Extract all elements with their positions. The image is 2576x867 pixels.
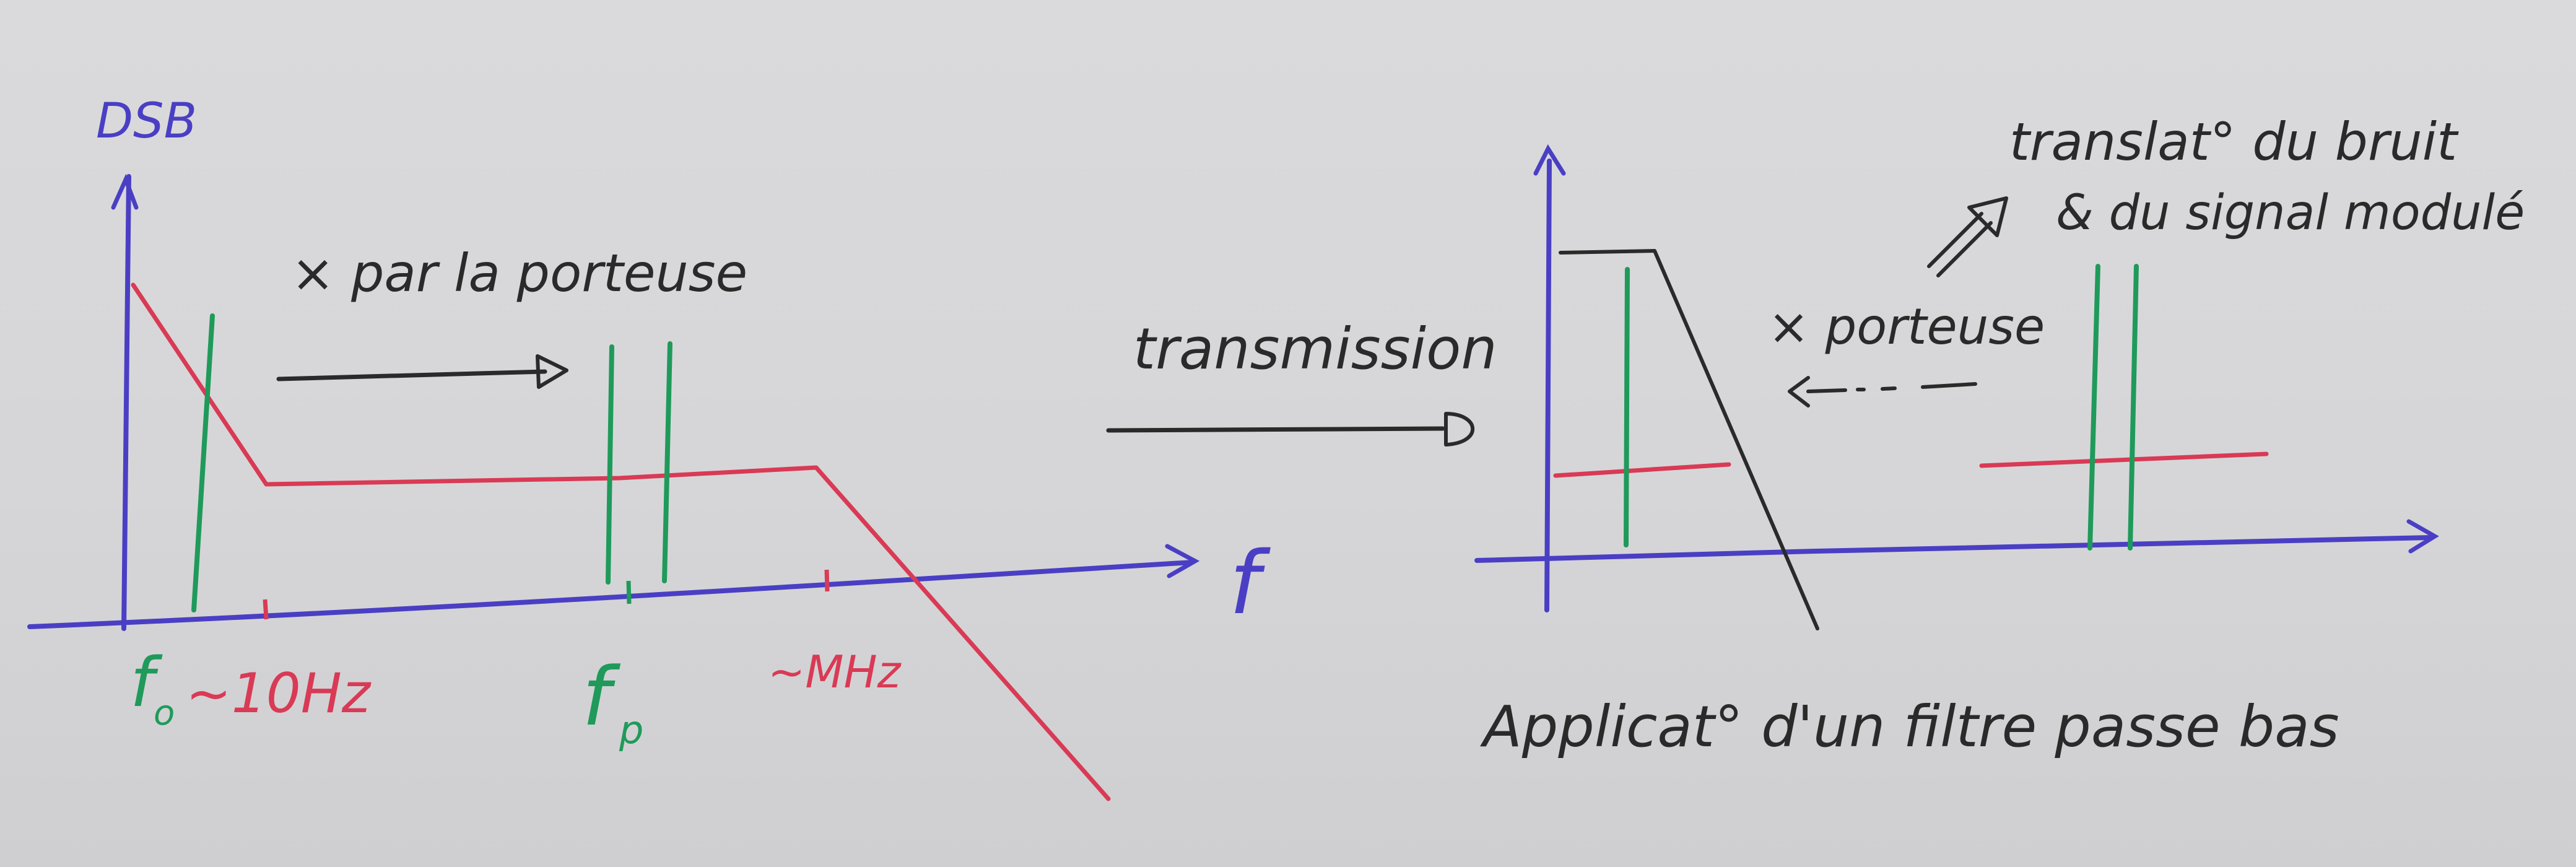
left-y-axis — [121, 174, 131, 631]
tick-10hz — [263, 599, 269, 620]
left-x-axis — [27, 560, 1194, 629]
transmission-label: transmission — [1133, 316, 1497, 382]
translated-noise-high — [1979, 451, 2269, 468]
translation-annotation-line1: translat° du bruit — [2009, 111, 2459, 172]
tick-label-10hz: ~10Hz — [186, 661, 372, 725]
tick-label-fp-subscript: p — [619, 707, 643, 752]
right-y-axis-arrowhead — [1533, 144, 1566, 176]
right-spectrum-plot: × porteuse translat° du bruit & du signa… — [1474, 111, 2525, 760]
noise-density-curve — [131, 282, 1111, 801]
low-pass-filter-shape — [1559, 249, 1819, 630]
arrow-label-par-la-porteuse: × par la porteuse — [291, 243, 747, 303]
translation-annotation-line2: & du signal modulé — [2056, 185, 2525, 241]
carrier-dashed-arrowhead — [1788, 376, 1810, 407]
transmission-arrow — [1106, 426, 1445, 433]
carrier-multiply-label: × porteuse — [1768, 298, 2045, 355]
filter-caption: Applicat° d'un filtre passe bas — [1480, 694, 2339, 760]
left-y-axis-arrowhead — [111, 173, 139, 210]
tick-label-fp: f — [582, 650, 621, 744]
translation-double-arrow — [1927, 212, 1993, 277]
carrier-multiply-arrow — [276, 369, 547, 381]
transmission-step: transmission — [1106, 316, 1497, 447]
tick-label-f0-subscript: o — [154, 693, 175, 733]
translation-double-arrowhead — [1967, 196, 2008, 237]
translated-signal-high-2 — [2128, 264, 2139, 551]
right-x-axis-arrowhead — [2406, 519, 2439, 554]
baseband-signal-line — [191, 313, 215, 612]
modulated-signal-line-2 — [662, 341, 672, 583]
translated-signal-low — [1624, 267, 1630, 547]
carrier-dashed-arrow — [1806, 382, 1977, 393]
left-spectrum-plot: DSB f × par la porteuse f o ~10Hz f p ~M… — [27, 94, 1271, 801]
carrier-multiply-arrowhead — [536, 354, 568, 389]
x-axis-label-f: f — [1229, 533, 1271, 634]
translated-signal-high-1 — [2087, 264, 2100, 551]
y-axis-label-dsb: DSB — [96, 94, 197, 149]
modulated-signal-line-1 — [606, 344, 614, 585]
translated-noise-low — [1553, 462, 1731, 478]
transmission-arrowhead — [1444, 412, 1475, 447]
left-x-axis-arrowhead — [1165, 544, 1200, 578]
right-x-axis — [1474, 535, 2433, 563]
right-y-axis — [1544, 159, 1552, 612]
tick-label-mhz: ~MHz — [768, 646, 902, 698]
